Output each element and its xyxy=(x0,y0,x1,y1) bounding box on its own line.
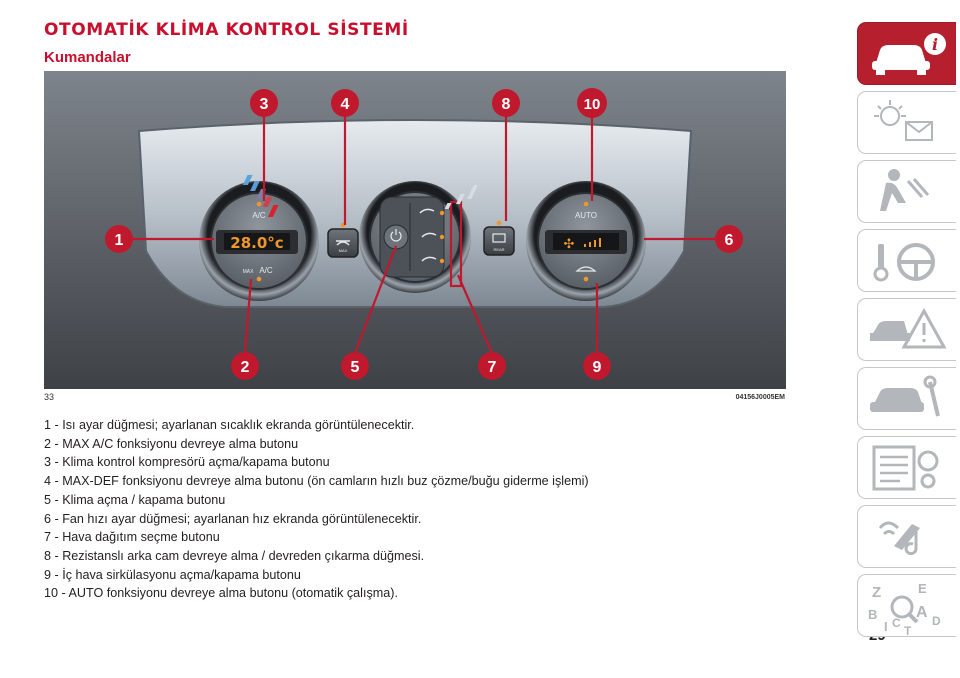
svg-text:✣: ✣ xyxy=(564,237,575,252)
svg-text:D: D xyxy=(932,614,941,628)
tab-maintenance[interactable] xyxy=(857,367,956,430)
page-title: OTOMATİK KLİMA KONTROL SİSTEMİ xyxy=(44,20,409,40)
max-label-small: MAX xyxy=(243,269,255,275)
tab-index[interactable]: Z E B A D I C T xyxy=(857,574,956,637)
svg-text:E: E xyxy=(918,581,927,596)
list-item: 8 - Rezistanslı arka cam devreye alma / … xyxy=(44,548,425,563)
callout-9: 9 xyxy=(583,352,611,380)
callout-1: 1 xyxy=(105,225,133,253)
callout-4: 4 xyxy=(331,89,359,117)
dashboard-lights-icon xyxy=(874,100,933,141)
svg-text:6: 6 xyxy=(725,232,734,249)
svg-text:3: 3 xyxy=(260,96,269,113)
callout-7: 7 xyxy=(478,352,506,380)
svg-text:9: 9 xyxy=(593,359,602,376)
svg-text:2: 2 xyxy=(241,359,250,376)
list-item: 2 - MAX A/C fonksiyonu devreye alma buto… xyxy=(44,436,299,451)
figure-code: 04156J0005EM xyxy=(735,394,785,401)
list-item: 6 - Fan hızı ayar düğmesi; ayarlanan hız… xyxy=(44,511,422,526)
svg-text:i: i xyxy=(932,35,938,54)
safety-airbag-icon xyxy=(880,169,930,211)
svg-text:8: 8 xyxy=(502,96,511,113)
max-ac-label: A/C xyxy=(259,266,273,275)
fan-speed-display: ✣ xyxy=(564,237,601,252)
svg-text:4: 4 xyxy=(341,96,350,113)
climate-control-figure: 28.0°c A/C MAX A/C MAX xyxy=(44,71,786,389)
callout-markers: 1 2 3 4 5 6 7 8 9 10 xyxy=(105,88,743,380)
tab-starting-driving[interactable] xyxy=(857,229,956,292)
svg-text:A: A xyxy=(916,604,928,621)
list-item: 4 - MAX-DEF fonksiyonu devreye alma buto… xyxy=(44,474,589,489)
section-subtitle: Kumandalar xyxy=(44,49,131,66)
svg-text:10: 10 xyxy=(584,96,601,113)
emergency-warning-icon xyxy=(870,307,947,349)
max-def-label: MAX xyxy=(339,248,348,253)
climate-panel-illustration: 28.0°c A/C MAX A/C MAX xyxy=(44,71,786,389)
tab-dashboard-lights[interactable] xyxy=(857,91,956,154)
tab-emergency[interactable] xyxy=(857,298,956,361)
svg-text:Z: Z xyxy=(872,584,881,601)
callout-10: 10 xyxy=(577,88,607,118)
callout-5: 5 xyxy=(341,352,369,380)
svg-text:1: 1 xyxy=(115,232,124,249)
chapter-tabs: i xyxy=(857,22,960,643)
key-steering-icon xyxy=(873,243,935,282)
car-info-icon: i xyxy=(872,33,946,75)
tab-car-info[interactable]: i xyxy=(857,22,956,85)
list-item: 3 - Klima kontrol kompresörü açma/kapama… xyxy=(44,455,330,470)
multimedia-icon xyxy=(878,521,920,556)
svg-text:B: B xyxy=(868,607,877,622)
figure-number: 33 xyxy=(44,392,55,402)
list-item: 10 - AUTO fonksiyonu devreye alma butonu… xyxy=(44,586,398,601)
svg-text:T: T xyxy=(904,624,912,636)
tab-multimedia[interactable] xyxy=(857,505,956,568)
callout-2: 2 xyxy=(231,352,259,380)
callout-lines xyxy=(133,113,715,354)
tab-safety[interactable] xyxy=(857,160,956,223)
list-item: 5 - Klima açma / kapama butonu xyxy=(44,492,226,507)
svg-text:5: 5 xyxy=(351,359,360,376)
auto-label: AUTO xyxy=(575,211,597,220)
svg-text:7: 7 xyxy=(488,359,497,376)
index-icon: Z E B A D I C T xyxy=(868,581,941,636)
callout-6: 6 xyxy=(715,225,743,253)
list-item: 7 - Hava dağıtım seçme butonu xyxy=(44,530,220,545)
svg-text:C: C xyxy=(892,616,901,630)
car-maintenance-icon xyxy=(870,375,940,417)
callout-3: 3 xyxy=(250,89,278,117)
list-item: 1 - Isı ayar düğmesi; ayarlanan sıcaklık… xyxy=(44,418,415,432)
fan-scale-stripes xyxy=(444,185,478,209)
ac-label: A/C xyxy=(252,211,266,220)
temperature-readout: 28.0°c xyxy=(230,234,283,252)
rear-label: REAR xyxy=(493,247,504,252)
legend-list: 1 - Isı ayar düğmesi; ayarlanan sıcaklık… xyxy=(44,416,589,603)
callout-8: 8 xyxy=(492,89,520,117)
svg-text:I: I xyxy=(884,619,888,634)
list-item: 9 - İç hava sirkülasyonu açma/kapama but… xyxy=(44,567,301,582)
technical-data-icon xyxy=(872,445,939,491)
tab-technical-data[interactable] xyxy=(857,436,956,499)
